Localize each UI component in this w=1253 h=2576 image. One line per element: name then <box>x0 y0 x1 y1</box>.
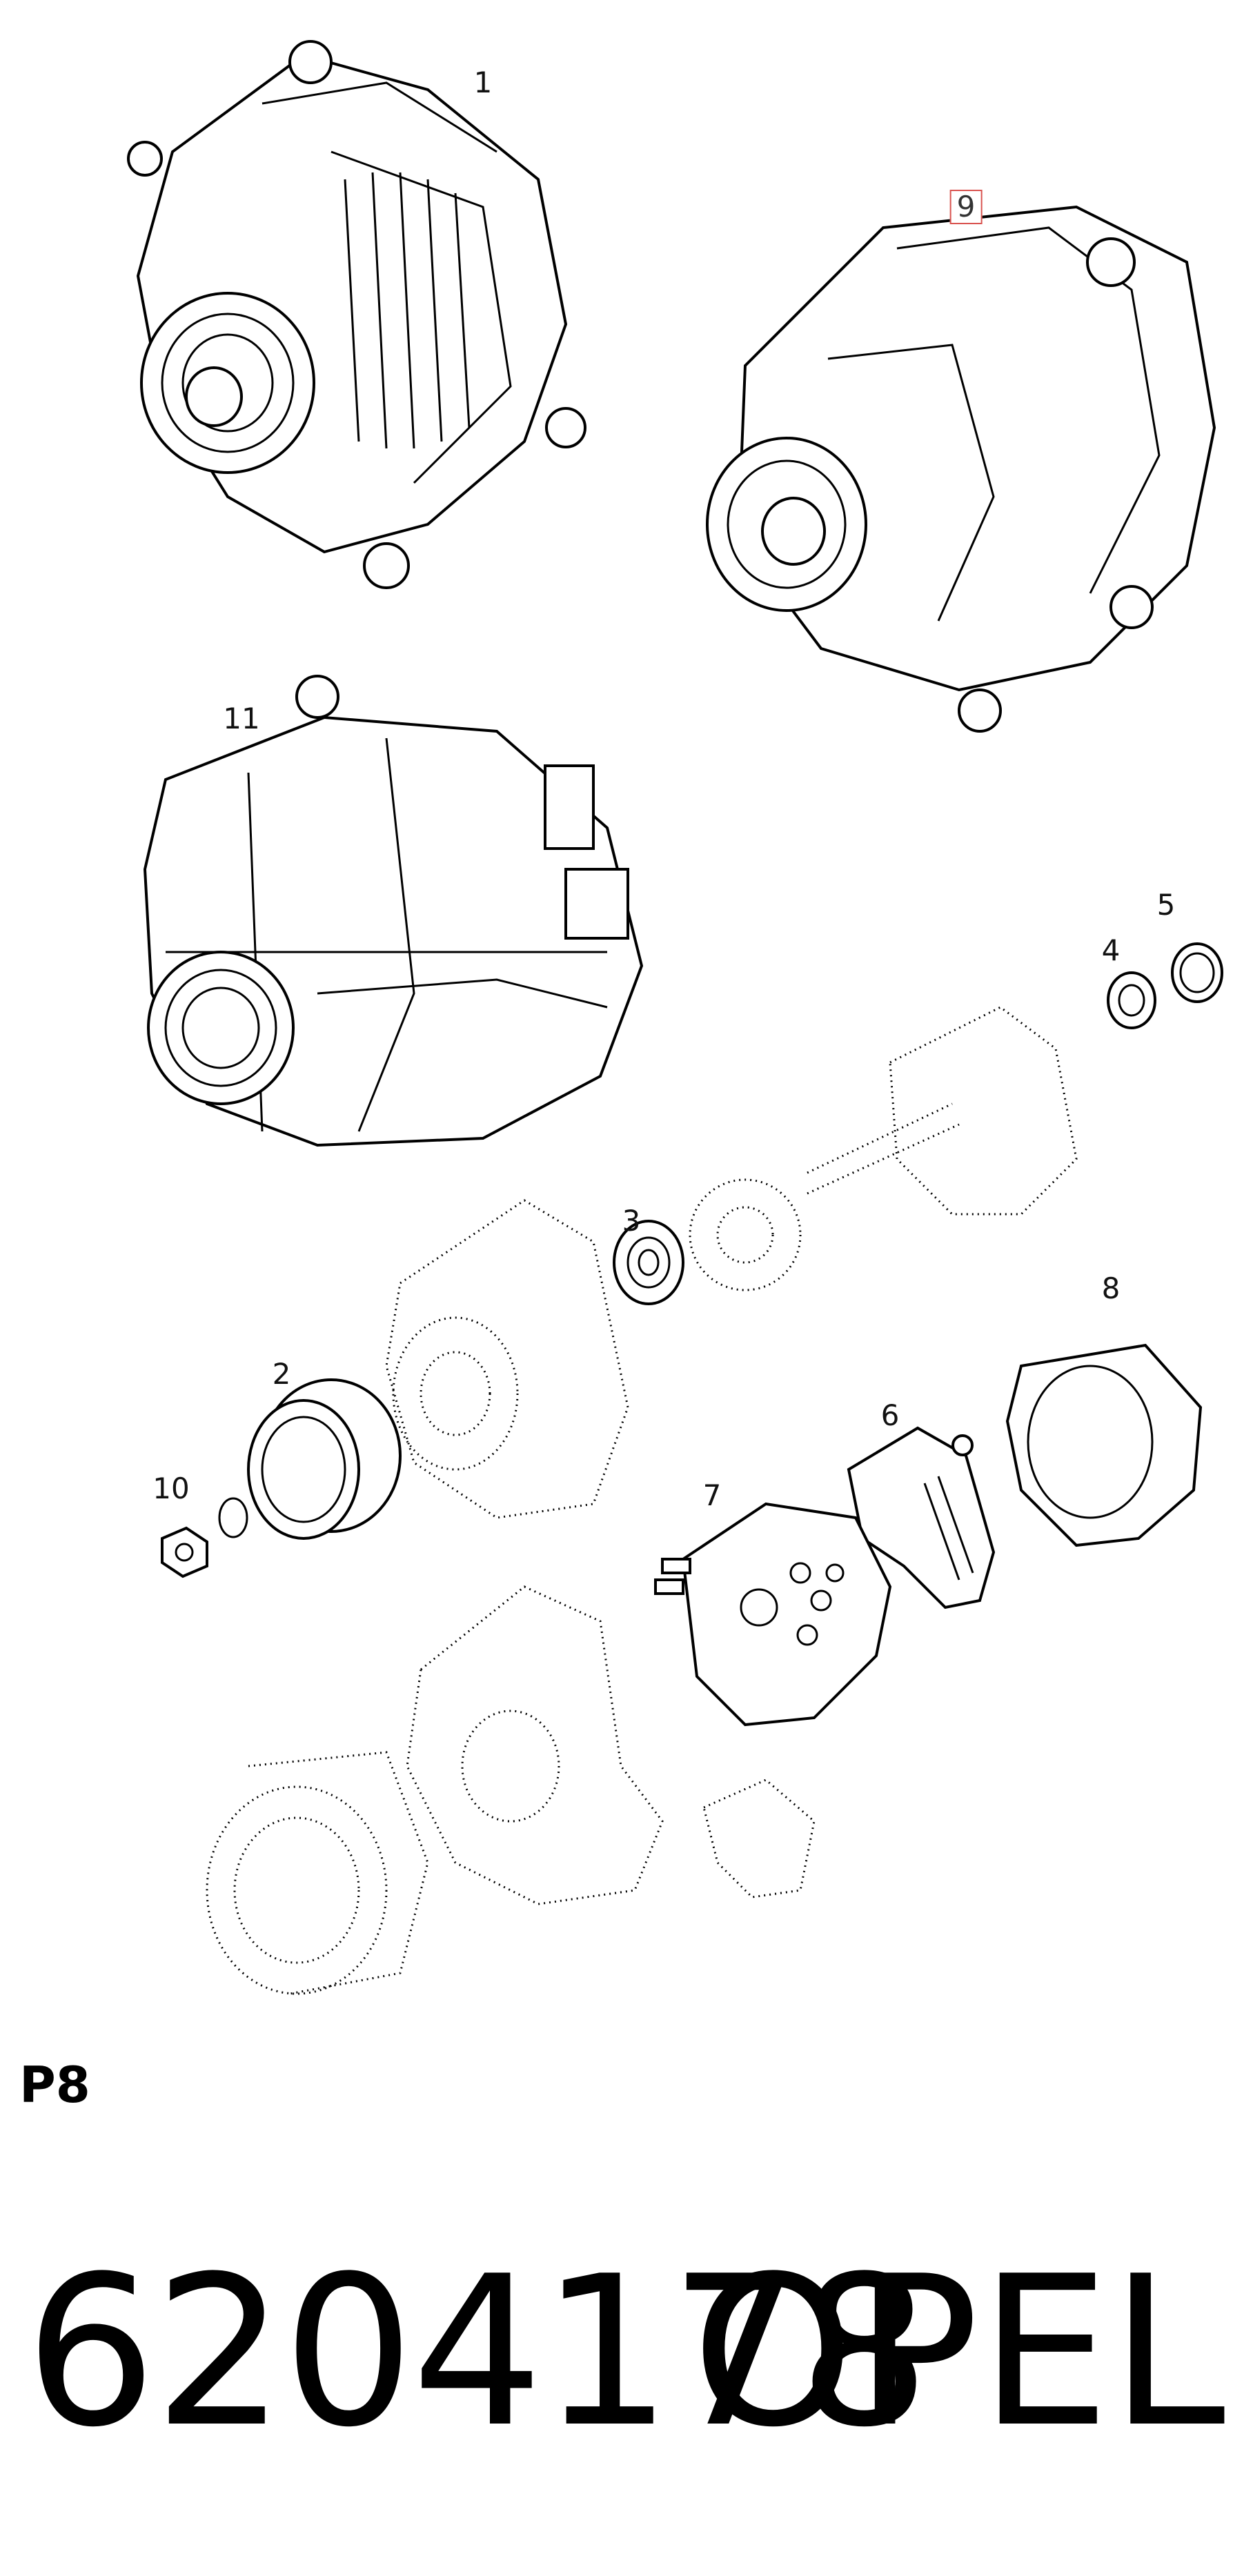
rotor-shaft-dotted <box>807 1006 1078 1216</box>
exploded-housing-dotted <box>385 1199 629 1519</box>
callout-6: 6 <box>880 1398 900 1432</box>
regulator-6-drawing <box>847 1426 996 1609</box>
part-number: 6204178 <box>25 2232 930 2473</box>
bearing-4-drawing <box>1107 971 1156 1029</box>
page-label: P8 <box>19 2056 90 2114</box>
callout-1: 1 <box>473 66 493 99</box>
fan-dotted <box>689 1178 802 1291</box>
alternator-9-drawing <box>706 205 1216 733</box>
brand-name: OPEL <box>691 2232 1225 2473</box>
pulley-2-drawing <box>247 1378 402 1540</box>
ring-5-drawing <box>1171 942 1223 1003</box>
callout-11: 11 <box>223 702 260 735</box>
plate-7-drawing <box>654 1502 892 1727</box>
cover-8-drawing <box>1005 1343 1203 1547</box>
alternator-11-drawing <box>143 675 644 1147</box>
callout-2: 2 <box>272 1357 291 1391</box>
rear-bracket-dotted <box>406 1585 664 1905</box>
exploded-parts-diagram <box>127 40 1223 1995</box>
callout-8: 8 <box>1101 1271 1121 1305</box>
alternator-1-drawing <box>127 40 586 589</box>
callout-3: 3 <box>622 1204 641 1238</box>
callout-9[interactable]: 9 <box>949 190 983 224</box>
callout-4: 4 <box>1101 933 1121 967</box>
bearing-3-drawing <box>613 1220 684 1305</box>
callout-5: 5 <box>1156 888 1176 922</box>
small-bracket-dotted <box>702 1779 816 1899</box>
nut-10-drawing <box>161 1497 248 1578</box>
callout-10: 10 <box>152 1472 190 1505</box>
callout-7: 7 <box>702 1478 722 1512</box>
stator-dotted <box>206 1751 429 1995</box>
